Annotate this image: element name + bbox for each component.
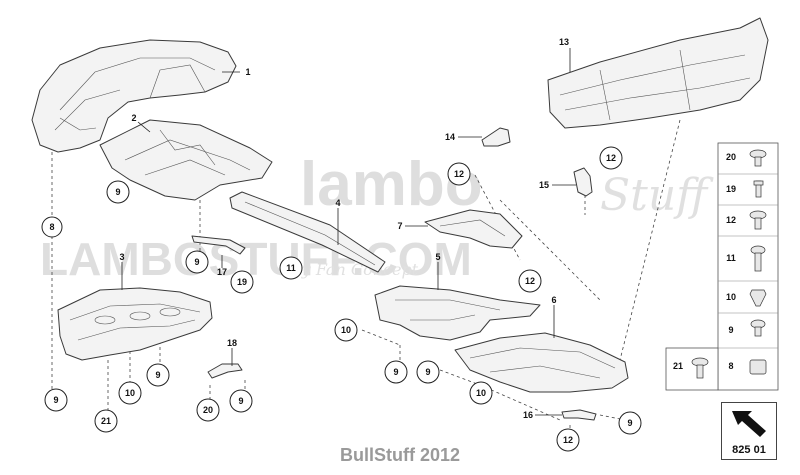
svg-text:12: 12: [454, 169, 464, 179]
callout: 9: [384, 360, 408, 384]
callout: 9: [618, 411, 642, 435]
legend-number: 8: [728, 361, 733, 371]
legend-number: 21: [673, 361, 683, 371]
page-badge-label: 825 01: [732, 444, 766, 456]
callout: 11: [279, 256, 303, 280]
callout: 9: [106, 180, 130, 204]
part-small-strip: [191, 235, 246, 268]
svg-text:9: 9: [115, 187, 120, 197]
callout: 21: [94, 409, 118, 433]
callout: 19: [230, 270, 254, 294]
clip-8-icon: [749, 359, 767, 375]
part-rear-diffuser: [547, 17, 769, 129]
svg-text:12: 12: [525, 276, 535, 286]
part-bracket-14: [458, 127, 511, 147]
svg-text:19: 19: [237, 277, 247, 287]
svg-text:8: 8: [49, 222, 54, 232]
svg-text:9: 9: [425, 367, 430, 377]
page-badge: 825 01: [721, 402, 777, 460]
callout: 20: [196, 398, 220, 422]
part-rear-underbody: [374, 262, 541, 341]
footer-credit: BullStuff 2012: [339, 445, 461, 465]
part-side-strip: [229, 191, 386, 273]
part-label: 17: [217, 267, 227, 277]
watermark: lambo Stuff LAMBOSTUFF.COM By Fan Concep…: [40, 150, 714, 285]
bolt-12-icon: [749, 210, 767, 230]
svg-text:12: 12: [606, 153, 616, 163]
part-label: 6: [551, 295, 556, 305]
svg-text:9: 9: [194, 257, 199, 267]
arrow-pointer-icon: [732, 411, 766, 437]
clip-10-icon: [749, 289, 767, 307]
screw-9-icon: [750, 319, 766, 337]
svg-text:10: 10: [476, 388, 486, 398]
legend-number: 11: [726, 253, 736, 263]
part-rear-tray: [454, 305, 629, 393]
callout: 9: [416, 360, 440, 384]
part-center-panel: [405, 209, 523, 249]
callout: 8: [41, 216, 63, 238]
part-label: 18: [227, 338, 237, 348]
callout: 12: [447, 162, 471, 186]
svg-text:9: 9: [627, 418, 632, 428]
screw-20-icon: [749, 149, 767, 167]
callout: 9: [185, 250, 209, 274]
screw-21-icon: [691, 357, 709, 379]
watermark-tagline: By Fan Concept: [289, 260, 419, 279]
part-number-labels: 1 2 3 4 5 6 7 13 14 15 16 17 18: [119, 37, 569, 420]
part-front-underbody: [99, 119, 273, 201]
legend-number: 9: [728, 325, 733, 335]
fastener-legend: 20 19 12 11 10 9 8 21: [665, 142, 779, 391]
part-label: 14: [445, 132, 455, 142]
callout: 9: [44, 388, 68, 412]
svg-text:9: 9: [53, 395, 58, 405]
svg-text:10: 10: [341, 325, 351, 335]
bolt-11-icon: [750, 245, 766, 272]
callout: 10: [334, 318, 358, 342]
svg-text:9: 9: [238, 396, 243, 406]
callout: 9: [229, 389, 253, 413]
callout: 9: [146, 363, 170, 387]
part-bracket-15: [552, 167, 593, 197]
svg-text:9: 9: [393, 367, 398, 377]
part-label: 1: [245, 67, 250, 77]
callout: 12: [518, 269, 542, 293]
part-label: 15: [539, 180, 549, 190]
part-label: 3: [119, 252, 124, 262]
legend-number: 19: [726, 184, 736, 194]
legend-number: 20: [726, 152, 736, 162]
watermark-domain: LAMBOSTUFF.COM: [40, 233, 472, 285]
part-front-bumper: [31, 39, 240, 153]
part-label: 13: [559, 37, 569, 47]
callout: 10: [469, 381, 493, 405]
svg-text:10: 10: [125, 388, 135, 398]
svg-text:9: 9: [155, 370, 160, 380]
svg-text:11: 11: [286, 263, 296, 273]
part-label: 7: [397, 221, 402, 231]
svg-text:20: 20: [203, 405, 213, 415]
stud-19-icon: [753, 180, 764, 198]
svg-text:12: 12: [563, 435, 573, 445]
svg-text:21: 21: [101, 416, 111, 426]
watermark-main: lambo: [300, 150, 483, 219]
part-rear-bracket: [535, 409, 597, 421]
watermark-script: Stuff: [600, 170, 714, 221]
part-label: 2: [131, 113, 136, 123]
legend-number: 12: [726, 215, 736, 225]
part-label: 16: [523, 410, 533, 420]
callouts: 8 9 9 11 19 12 12 12 10 9 9 10 9 9 21 10…: [41, 146, 642, 452]
part-label: 4: [335, 198, 340, 208]
callout: 12: [556, 428, 580, 452]
callout: 10: [118, 381, 142, 405]
callout: 12: [599, 146, 623, 170]
part-label: 5: [435, 252, 440, 262]
part-front-tray: [57, 262, 213, 361]
legend-number: 10: [726, 292, 736, 302]
part-small-bracket: [207, 348, 243, 379]
